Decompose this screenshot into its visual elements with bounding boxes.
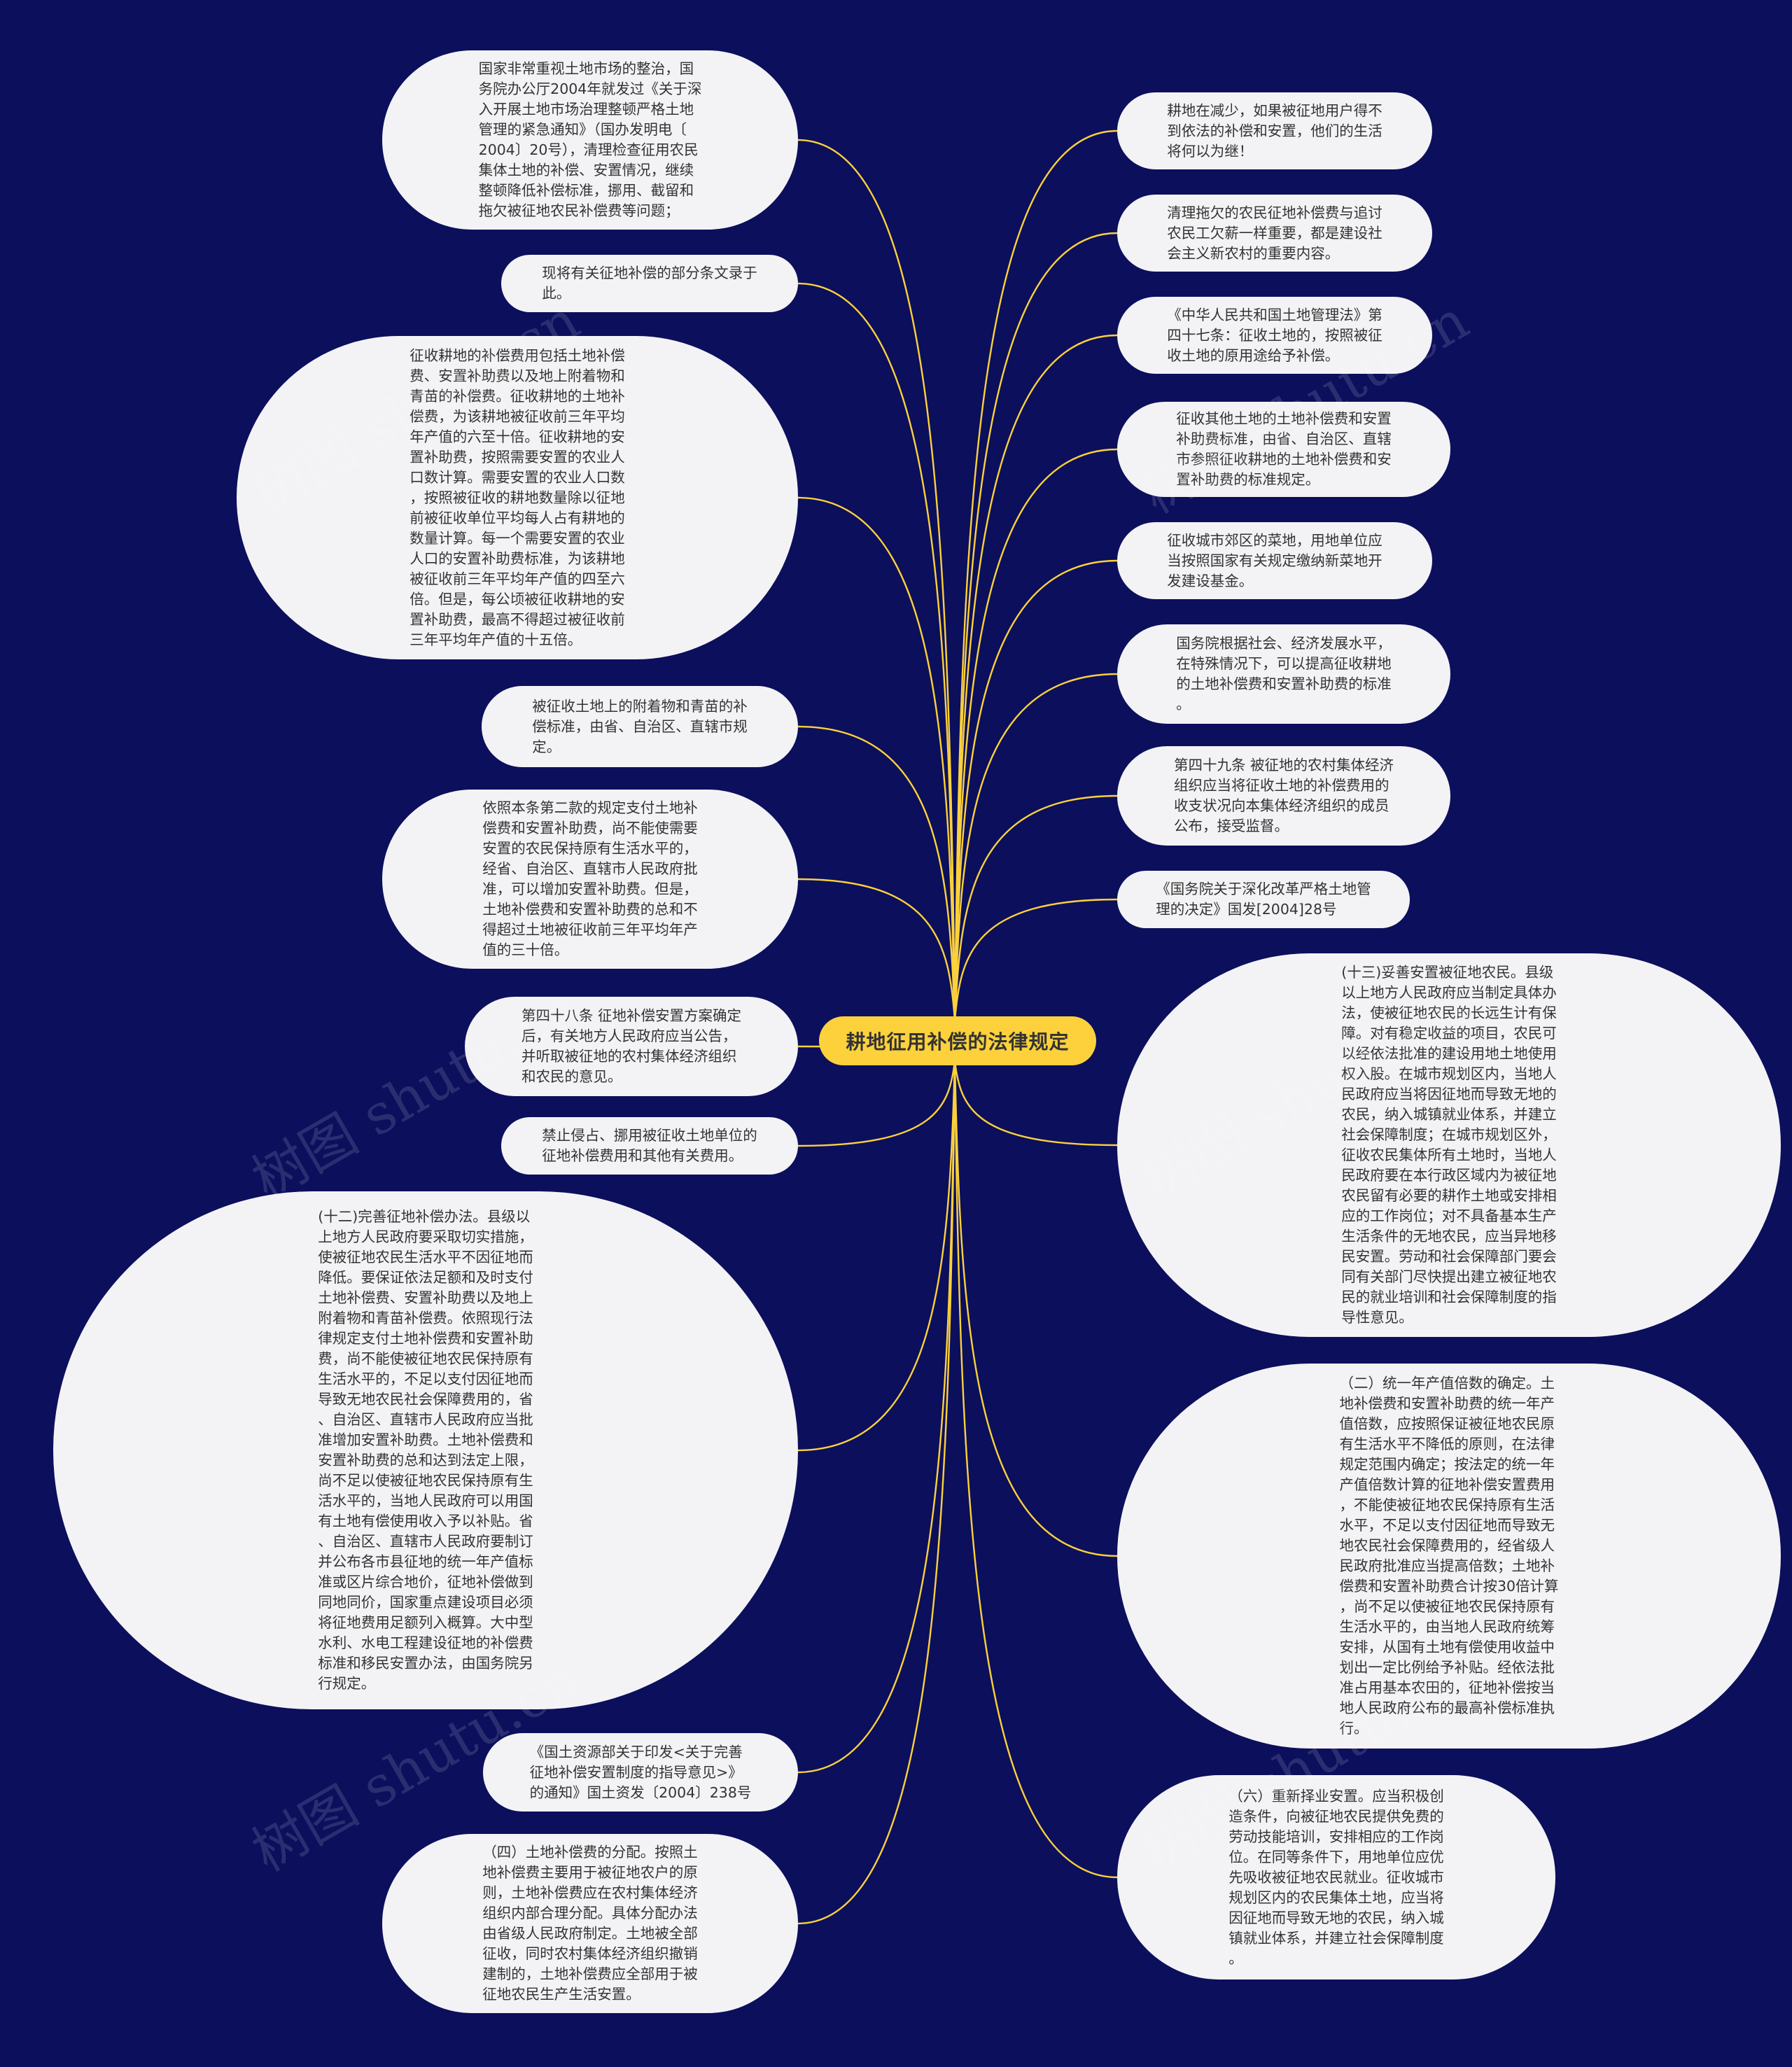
left-node-9[interactable]: （四）土地补偿费的分配。按照土 地补偿费主要用于被征地农户的原 则，土地补偿费应… <box>382 1834 798 2013</box>
node-text: 第四十九条 被征地的农村集体经济 组织应当将征收土地的补偿费用的 收支状况向本集… <box>1173 757 1394 834</box>
node-text: 现将有关征地补偿的部分条文录于 此。 <box>542 265 757 302</box>
right-node-2[interactable]: 《中华人民共和国土地管理法》第 四十七条：征收土地的，按照被征 收土地的原用途给… <box>1117 297 1432 374</box>
node-text: 《国土资源部关于印发<关于完善 征地补偿安置制度的指导意见>》 的通知》国土资发… <box>529 1743 752 1801</box>
left-node-7[interactable]: (十二)完善征地补偿办法。县级以 上地方人民政府要采取切实措施， 使被征地农民生… <box>53 1191 798 1709</box>
connector-line <box>953 794 1118 1021</box>
left-node-6[interactable]: 禁止侵占、挪用被征收土地单位的 征地补偿费用和其他有关费用。 <box>501 1117 798 1175</box>
right-node-1[interactable]: 清理拖欠的农民征地补偿费与追讨 农民工欠薪一样重要，都是建设社 会主义新农村的重… <box>1117 195 1432 272</box>
connector-line <box>797 725 956 1021</box>
connector-line <box>953 898 1118 1021</box>
connector-line <box>953 232 1118 1021</box>
left-node-1[interactable]: 现将有关征地补偿的部分条文录于 此。 <box>501 255 798 312</box>
left-node-5[interactable]: 第四十八条 征地补偿安置方案确定 后，有关地方人民政府应当公告， 并听取被征地的… <box>465 997 798 1096</box>
node-text: 《中华人民共和国土地管理法》第 四十七条：征收土地的，按照被征 收土地的原用途给… <box>1167 306 1382 364</box>
connector-line <box>953 1060 1118 1879</box>
node-text: 国家非常重视土地市场的整治，国 务院办公厅2004年就发过《关于深 入开展土地市… <box>478 60 702 219</box>
right-node-5[interactable]: 国务院根据社会、经济发展水平， 在特殊情况下，可以提高征收耕地 的土地补偿费和安… <box>1117 624 1450 724</box>
right-node-9[interactable]: （二）统一年产值倍数的确定。土 地补偿费和安置补助费的统一年产 值倍数，应按照保… <box>1117 1364 1781 1749</box>
node-text: 清理拖欠的农民征地补偿费与追讨 农民工欠薪一样重要，都是建设社 会主义新农村的重… <box>1167 204 1382 262</box>
node-text: 征收耕地的补偿费用包括土地补偿 费、安置补助费以及地上附着物和 青苗的补偿费。征… <box>410 346 625 648</box>
right-node-7[interactable]: 《国务院关于深化改革严格土地管 理的决定》国发[2004]28号 <box>1117 871 1410 928</box>
left-node-2[interactable]: 征收耕地的补偿费用包括土地补偿 费、安置补助费以及地上附着物和 青苗的补偿费。征… <box>237 336 798 659</box>
right-node-8[interactable]: (十三)妥善安置被征地农民。县级 以上地方人民政府应当制定具体办 法，使被征地农… <box>1117 953 1781 1337</box>
right-node-10[interactable]: （六）重新择业安置。应当积极创 造条件，向被征地农民提供免费的 劳动技能培训，安… <box>1117 1775 1555 1980</box>
connector-line <box>797 496 956 1021</box>
left-node-4[interactable]: 依照本条第二款的规定支付土地补 偿费和安置补助费，尚不能使需要 安置的农民保持原… <box>382 790 798 969</box>
node-text: 第四十八条 征地补偿安置方案确定 后，有关地方人民政府应当公告， 并听取被征地的… <box>521 1007 741 1085</box>
connector-line <box>797 1060 956 1925</box>
connector-line <box>953 559 1118 1021</box>
connector-line <box>797 878 956 1021</box>
connector-line <box>953 448 1118 1021</box>
node-text: 耕地在减少，如果被征地用户得不 到依法的补偿和安置，他们的生活 将何以为继！ <box>1167 101 1382 160</box>
left-node-3[interactable]: 被征收土地上的附着物和青苗的补 偿标准，由省、自治区、直辖市规 定。 <box>482 686 798 767</box>
right-node-4[interactable]: 征收城市郊区的菜地，用地单位应 当按照国家有关规定缴纳新菜地开 发建设基金。 <box>1117 522 1432 599</box>
node-text: 被征收土地上的附着物和青苗的补 偿标准，由省、自治区、直辖市规 定。 <box>532 697 748 755</box>
connector-line <box>797 139 956 1021</box>
node-text: 国务院根据社会、经济发展水平， 在特殊情况下，可以提高征收耕地 的土地补偿费和安… <box>1176 635 1392 713</box>
node-text: 依照本条第二款的规定支付土地补 偿费和安置补助费，尚不能使需要 安置的农民保持原… <box>482 799 698 958</box>
left-node-0[interactable]: 国家非常重视土地市场的整治，国 务院办公厅2004年就发过《关于深 入开展土地市… <box>382 50 798 230</box>
connector-line <box>797 1060 956 1147</box>
connector-line <box>953 334 1118 1021</box>
connector-line <box>797 1060 956 1452</box>
connector-line <box>953 1060 1118 1147</box>
root-topic[interactable]: 耕地征用补偿的法律规定 <box>819 1016 1096 1065</box>
left-node-8[interactable]: 《国土资源部关于印发<关于完善 征地补偿安置制度的指导意见>》 的通知》国土资发… <box>483 1733 798 1812</box>
connector-line <box>953 673 1118 1021</box>
right-node-3[interactable]: 征收其他土地的土地补偿费和安置 补助费标准，由省、自治区、直辖 市参照征收耕地的… <box>1117 402 1450 497</box>
connector-line <box>797 1060 956 1774</box>
right-node-6[interactable]: 第四十九条 被征地的农村集体经济 组织应当将征收土地的补偿费用的 收支状况向本集… <box>1117 746 1450 846</box>
node-text: (十二)完善征地补偿办法。县级以 上地方人民政府要采取切实措施， 使被征地农民生… <box>318 1208 533 1692</box>
node-text: 征收城市郊区的菜地，用地单位应 当按照国家有关规定缴纳新菜地开 发建设基金。 <box>1167 531 1382 589</box>
connector-line <box>797 282 956 1021</box>
node-text: （四）土地补偿费的分配。按照土 地补偿费主要用于被征地农户的原 则，土地补偿费应… <box>482 1844 698 2003</box>
connector-line <box>953 1060 1118 1557</box>
node-text: 禁止侵占、挪用被征收土地单位的 征地补偿费用和其他有关费用。 <box>542 1127 757 1164</box>
node-text: (十三)妥善安置被征地农民。县级 以上地方人民政府应当制定具体办 法，使被征地农… <box>1341 964 1557 1326</box>
right-node-0[interactable]: 耕地在减少，如果被征地用户得不 到依法的补偿和安置，他们的生活 将何以为继！ <box>1117 92 1432 169</box>
node-text: 《国务院关于深化改革严格土地管 理的决定》国发[2004]28号 <box>1156 881 1371 918</box>
node-text: （二）统一年产值倍数的确定。土 地补偿费和安置补助费的统一年产 值倍数，应按照保… <box>1339 1375 1559 1737</box>
node-text: 征收其他土地的土地补偿费和安置 补助费标准，由省、自治区、直辖 市参照征收耕地的… <box>1176 410 1392 488</box>
node-text: （六）重新择业安置。应当积极创 造条件，向被征地农民提供免费的 劳动技能培训，安… <box>1228 1787 1444 1967</box>
